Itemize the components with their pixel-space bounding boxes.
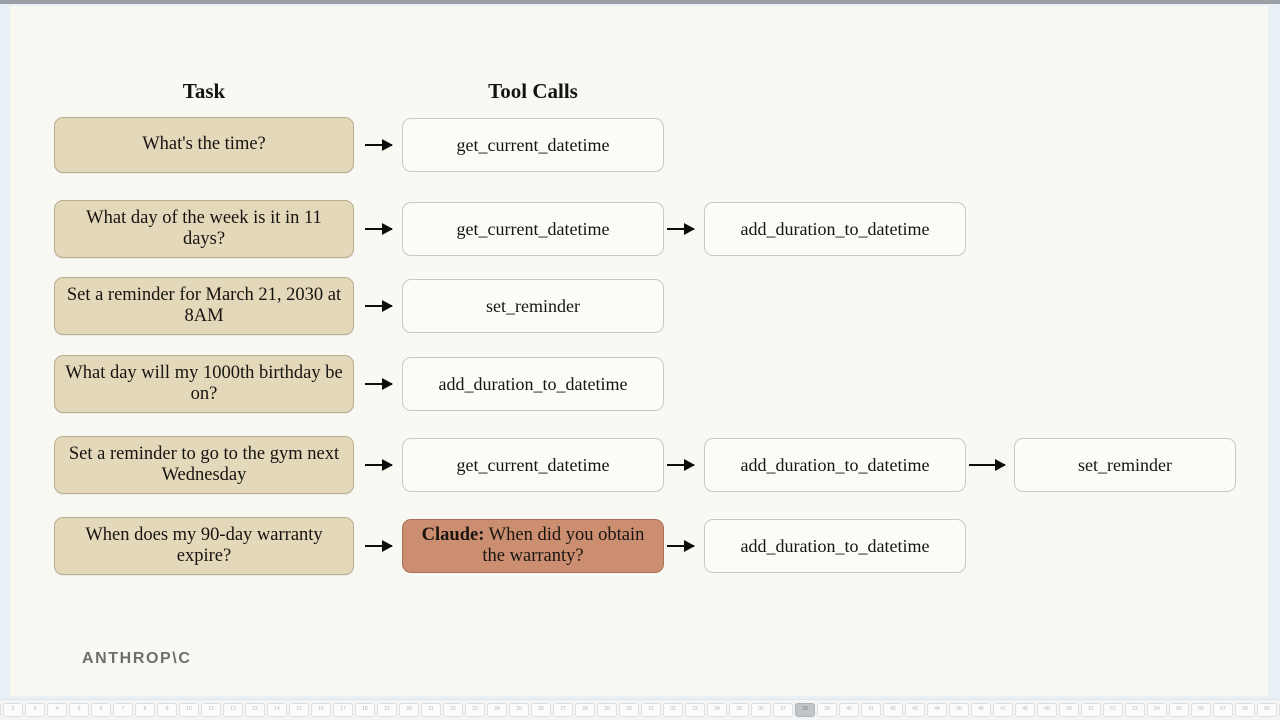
slide-thumbnail[interactable]: 30 (619, 703, 639, 717)
slide-thumbnail[interactable]: 24 (487, 703, 507, 717)
slide-thumbnail[interactable]: 32 (663, 703, 683, 717)
tool-call-node[interactable]: get_current_datetime (402, 438, 664, 492)
slide-thumbnail[interactable]: 58 (1235, 703, 1255, 717)
slide-thumbnail[interactable]: 23 (465, 703, 485, 717)
slide-thumbnail[interactable]: 59 (1257, 703, 1277, 717)
slide-thumbnail[interactable]: 3 (25, 703, 45, 717)
slide-thumbnail[interactable]: 47 (993, 703, 1013, 717)
tool-call-node[interactable]: add_duration_to_datetime (704, 438, 966, 492)
task-node[interactable]: What's the time? (54, 117, 354, 173)
claude-clarification-node[interactable]: Claude: When did you obtain the warranty… (402, 519, 664, 573)
slide-thumbnail[interactable]: 6 (91, 703, 111, 717)
slide-thumbnail[interactable]: 14 (267, 703, 287, 717)
slide-thumbnail[interactable]: 55 (1169, 703, 1189, 717)
slide-thumbnail-strip[interactable]: 1234567891011121314151617181920212223242… (0, 699, 1280, 720)
slide-thumbnail[interactable]: 49 (1037, 703, 1057, 717)
task-node[interactable]: What day of the week is it in 11 days? (54, 200, 354, 258)
task-node[interactable]: What day will my 1000th birthday be on? (54, 355, 354, 413)
slide-thumbnail[interactable]: 51 (1081, 703, 1101, 717)
tool-call-node[interactable]: get_current_datetime (402, 118, 664, 172)
slide-thumbnail[interactable]: 57 (1213, 703, 1233, 717)
slide-thumbnail[interactable]: 33 (685, 703, 705, 717)
slide-thumbnail[interactable]: 7 (113, 703, 133, 717)
slide-thumbnail[interactable]: 53 (1125, 703, 1145, 717)
slide-thumbnail[interactable]: 8 (135, 703, 155, 717)
arrow-connector (365, 540, 393, 552)
arrow-connector (667, 540, 695, 552)
arrow-connector (365, 459, 393, 471)
arrow-connector (969, 459, 1006, 471)
slide-thumbnail[interactable]: 2 (3, 703, 23, 717)
claude-question-text: When did you obtain the warranty? (482, 524, 645, 566)
anthropic-logo: ANTHROP\C (82, 650, 192, 667)
tool-call-node[interactable]: add_duration_to_datetime (402, 357, 664, 411)
slide-thumbnail[interactable]: 42 (883, 703, 903, 717)
slide-thumbnail[interactable]: 45 (949, 703, 969, 717)
slide-thumbnail[interactable]: 56 (1191, 703, 1211, 717)
slide-thumbnail[interactable]: 19 (377, 703, 397, 717)
slide-thumbnail[interactable]: 27 (553, 703, 573, 717)
slide-thumbnail[interactable]: 50 (1059, 703, 1079, 717)
slide-thumbnail[interactable]: 40 (839, 703, 859, 717)
slide-thumbnail[interactable]: 21 (421, 703, 441, 717)
slide-thumbnail[interactable]: 26 (531, 703, 551, 717)
slide-canvas: Task Tool Calls What's the time? get_cur… (10, 6, 1268, 696)
slide-thumbnail[interactable]: 41 (861, 703, 881, 717)
arrow-connector (365, 300, 393, 312)
task-node[interactable]: Set a reminder for March 21, 2030 at 8AM (54, 277, 354, 335)
slide-thumbnail[interactable]: 34 (707, 703, 727, 717)
slide-thumbnail[interactable]: 38 (795, 703, 815, 717)
viewer-top-bar (0, 0, 1280, 4)
tool-call-node[interactable]: add_duration_to_datetime (704, 202, 966, 256)
column-header-task: Task (182, 79, 226, 103)
slide-thumbnail[interactable]: 25 (509, 703, 529, 717)
slide-thumbnail[interactable]: 20 (399, 703, 419, 717)
slide-thumbnail[interactable]: 11 (201, 703, 221, 717)
slide-thumbnail[interactable]: 52 (1103, 703, 1123, 717)
slide-thumbnail[interactable]: 44 (927, 703, 947, 717)
slide-thumbnail[interactable]: 31 (641, 703, 661, 717)
arrow-connector (667, 223, 695, 235)
column-header-tool-calls: Tool Calls (488, 79, 578, 103)
slide-thumbnail[interactable]: 28 (575, 703, 595, 717)
arrow-connector (365, 378, 393, 390)
slide-thumbnail[interactable]: 43 (905, 703, 925, 717)
slide-thumbnail[interactable]: 10 (179, 703, 199, 717)
slide-thumbnail[interactable]: 5 (69, 703, 89, 717)
claude-speaker-label: Claude: (421, 524, 485, 545)
slide-thumbnail[interactable]: 36 (751, 703, 771, 717)
tool-call-node[interactable]: get_current_datetime (402, 202, 664, 256)
slide-thumbnail[interactable]: 9 (157, 703, 177, 717)
tool-call-node[interactable]: add_duration_to_datetime (704, 519, 966, 573)
slide-thumbnail[interactable]: 22 (443, 703, 463, 717)
arrow-connector (365, 139, 393, 151)
slide-thumbnail[interactable]: 1 (0, 703, 1, 717)
slide-thumbnail[interactable]: 48 (1015, 703, 1035, 717)
slide-thumbnail[interactable]: 17 (333, 703, 353, 717)
tool-call-node[interactable]: set_reminder (402, 279, 664, 333)
slide-thumbnail[interactable]: 18 (355, 703, 375, 717)
task-node[interactable]: Set a reminder to go to the gym next Wed… (54, 436, 354, 494)
slide-thumbnail[interactable]: 15 (289, 703, 309, 717)
slide-thumbnail[interactable]: 35 (729, 703, 749, 717)
slide-thumbnail[interactable]: 37 (773, 703, 793, 717)
slide-thumbnail[interactable]: 4 (47, 703, 67, 717)
arrow-connector (667, 459, 695, 471)
slide-thumbnail[interactable]: 13 (245, 703, 265, 717)
arrow-connector (365, 223, 393, 235)
task-node[interactable]: When does my 90-day warranty expire? (54, 517, 354, 575)
slide-thumbnail[interactable]: 16 (311, 703, 331, 717)
slide-thumbnail[interactable]: 39 (817, 703, 837, 717)
tool-call-node[interactable]: set_reminder (1014, 438, 1236, 492)
slide-thumbnail[interactable]: 54 (1147, 703, 1167, 717)
slide-thumbnail[interactable]: 46 (971, 703, 991, 717)
slide-thumbnail[interactable]: 12 (223, 703, 243, 717)
slide-thumbnail[interactable]: 29 (597, 703, 617, 717)
